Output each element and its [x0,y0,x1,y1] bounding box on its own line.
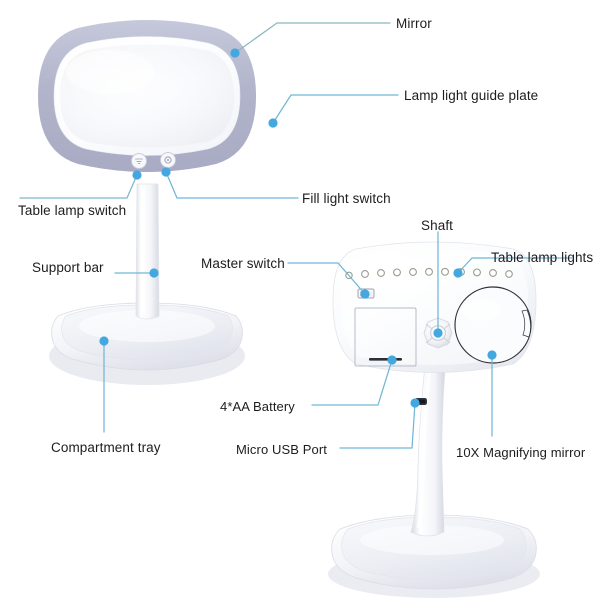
dot-table-lamp-switch [132,170,142,180]
leader-aa-battery [311,359,393,406]
label-support-bar: Support bar [32,260,104,275]
dot-fill-light-switch [161,167,171,177]
mirror-frame-shape [38,20,256,172]
label-master-switch: Master switch [201,256,285,271]
dot-compartment-tray [99,336,109,346]
front-switch-buttons [131,152,176,169]
shaft-neck-shape [410,345,448,537]
callout-dots [99,48,497,408]
back-unit-artwork [328,241,540,598]
dot-support-bar [149,268,159,278]
leader-table-lamp-lights [457,257,573,274]
label-shaft: Shaft [421,218,454,233]
leader-fill-light-switch [165,171,299,199]
leader-lines [19,22,573,449]
leader-mirror [234,22,391,54]
dot-shaft [433,328,443,338]
label-mirror: Mirror [396,16,432,31]
label-table-lamp-switch: Table lamp switch [18,203,127,218]
table-lamp-switch-button [131,153,147,169]
magnifying-mirror-shape [454,286,532,364]
leader-micro-usb-port [339,402,416,449]
dot-table-lamp-lights [453,268,463,278]
label-lamp-light-guide-plate: Lamp light guide plate [404,88,539,103]
dot-mirror [230,48,240,58]
leader-table-lamp-switch [19,174,138,199]
back-housing-shape [332,241,537,373]
label-magnifying-mirror: 10X Magnifying mirror [456,445,586,460]
leader-lamp-guide-plate [272,94,399,124]
support-bar-shape [135,183,160,320]
label-table-lamp-lights: Table lamp lights [491,250,594,265]
label-fill-light-switch: Fill light switch [302,191,391,206]
dot-lamp-guide-plate [268,118,278,128]
label-aa-battery: 4*AA Battery [220,399,295,414]
dot-aa-battery [387,355,397,365]
label-micro-usb-port: Micro USB Port [236,442,327,457]
dot-magnifying-mirror [487,350,497,360]
dot-master-switch [360,289,370,299]
label-compartment-tray: Compartment tray [51,440,161,455]
dot-micro-usb-port [410,398,420,408]
leader-master-switch [287,262,366,295]
back-unit-base-shape [328,514,540,598]
